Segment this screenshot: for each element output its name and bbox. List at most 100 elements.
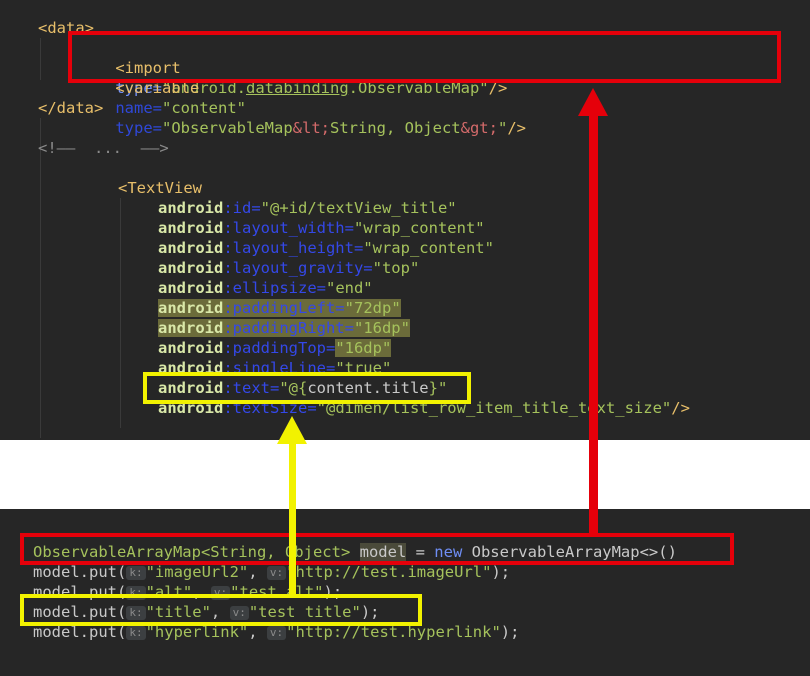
decl-new-keyword: new — [434, 543, 463, 561]
param-hint-v: v: — [266, 565, 287, 580]
attr-name: :ellipsize= — [223, 279, 326, 297]
android-ns: android — [158, 219, 224, 237]
textview-close: /> — [671, 399, 690, 417]
map-declaration-line: ObservableArrayMap<String, Object> model… — [33, 542, 677, 562]
attr-name: :text= — [223, 379, 280, 397]
variable-type-c: String, Object — [329, 119, 461, 137]
put-key: "hyperlink" — [145, 623, 249, 641]
import-value-b: databinding — [246, 79, 349, 97]
red-highlight-box-variable — [68, 31, 781, 83]
put-prefix: model.put( — [33, 623, 127, 641]
attr-name: :paddingTop= — [223, 339, 336, 357]
attr-name: :id= — [223, 199, 261, 217]
put-line-imageurl: model.put(k:"imageUrl2", v:"http://test.… — [33, 562, 510, 582]
attr-value: "@+id/textView_title" — [260, 199, 457, 217]
attr-value: "16dp" — [335, 339, 392, 357]
put-sep: , — [248, 623, 267, 641]
put-key: "imageUrl2" — [145, 563, 249, 581]
android-ns: android — [158, 259, 224, 277]
attr-line-padding-right: android:paddingRight="16dp" — [158, 318, 410, 338]
param-hint-v: v: — [229, 605, 249, 620]
put-line-title: model.put(k:"title", v:"test title"); — [33, 602, 379, 622]
android-ns: android — [158, 199, 224, 217]
put-sep: , — [210, 603, 230, 621]
put-key: "title" — [145, 603, 211, 621]
put-suffix: ); — [491, 563, 511, 581]
put-prefix: model.put( — [33, 563, 127, 581]
param-hint-k: k: — [126, 605, 146, 620]
attr-line-id: android:id="@+id/textView_title" — [158, 198, 457, 218]
put-prefix: model.put( — [33, 603, 127, 621]
android-ns: android — [158, 239, 224, 257]
binding-expression: content.title — [307, 379, 429, 397]
red-highlight-box-declaration — [20, 533, 734, 565]
attr-line-layout-height: android:layout_height="wrap_content" — [158, 238, 494, 258]
android-ns: android — [158, 319, 224, 337]
variable-eq-2: = — [152, 119, 162, 137]
attr-value: "wrap_content" — [353, 219, 485, 237]
attr-line-layout-gravity: android:layout_gravity="top" — [158, 258, 419, 278]
attr-value: "wrap_content" — [363, 239, 494, 257]
attr-name: :layout_gravity= — [223, 259, 373, 277]
android-ns: android — [158, 299, 224, 317]
yellow-highlight-box-binding — [143, 372, 471, 404]
attr-value: "end" — [325, 279, 373, 297]
panel-separator — [0, 440, 810, 509]
attr-line-padding-top: android:paddingTop="16dp" — [158, 338, 392, 358]
android-ns: android — [158, 279, 224, 297]
put-sep: , — [192, 583, 211, 601]
attr-name: :paddingRight= — [223, 319, 354, 337]
variable-type-a: "ObservableMap — [162, 119, 293, 137]
yellow-arrow-head — [277, 416, 307, 444]
attr-value: "72dp" — [344, 299, 401, 317]
red-arrow-head — [578, 88, 608, 116]
variable-eq: = — [152, 99, 162, 117]
attr-line-layout-width: android:layout_width="wrap_content" — [158, 218, 485, 238]
import-open: <import — [115, 59, 181, 77]
param-hint-k: k: — [126, 625, 146, 640]
import-value-a: "android. — [162, 79, 246, 97]
attr-value-close: }" — [428, 379, 448, 397]
put-suffix: ); — [360, 603, 380, 621]
indent-guide — [40, 38, 41, 80]
put-value: "http://test.imageUrl" — [286, 563, 492, 581]
data-close-tag: </data> — [38, 99, 104, 117]
attr-value: "top" — [372, 259, 420, 277]
variable-name-attr: name — [115, 99, 153, 117]
variable-open: <variable — [115, 79, 200, 97]
yellow-arrow-shaft — [289, 440, 296, 594]
indent-guide — [120, 198, 121, 428]
variable-close: /> — [507, 119, 526, 137]
attr-value: "16dp" — [353, 319, 410, 337]
attr-line-padding-left: android:paddingLeft="72dp" — [158, 298, 401, 318]
import-eq: = — [152, 79, 162, 97]
import-type-attr: type — [115, 79, 153, 97]
attr-name: :paddingLeft= — [223, 299, 345, 317]
variable-name-value: "content" — [162, 99, 246, 117]
attr-name: :layout_width= — [223, 219, 354, 237]
attr-name: :layout_height= — [223, 239, 364, 257]
variable-type-attr: type — [115, 119, 153, 137]
red-arrow-shaft — [589, 112, 598, 533]
put-suffix: ); — [500, 623, 520, 641]
yellow-highlight-box-put-title — [20, 594, 422, 626]
attr-line-text: android:text="@{content.title}" — [158, 378, 447, 398]
import-close: /> — [488, 79, 508, 97]
xml-code-panel: <data> <import type="android.databinding… — [0, 0, 810, 440]
param-hint-k: k: — [126, 565, 146, 580]
decl-ctor: ObservableArrayMap<>() — [462, 543, 677, 561]
put-value: "test title" — [248, 603, 361, 621]
variable-type-e: " — [497, 119, 508, 137]
decl-var: model — [359, 543, 407, 561]
import-value-c: .ObservableMap" — [348, 79, 489, 97]
attr-line-ellipsize: android:ellipsize="end" — [158, 278, 373, 298]
decl-eq: = — [406, 543, 435, 561]
decl-type: ObservableArrayMap<String, Object> — [33, 543, 351, 561]
folded-comment[interactable]: <!—— ... ——> — [38, 139, 169, 157]
android-ns: android — [158, 339, 224, 357]
android-ns: android — [158, 379, 224, 397]
param-hint-v: v: — [266, 625, 287, 640]
variable-type-d: &gt; — [460, 119, 498, 137]
indent-guide — [40, 118, 41, 438]
put-line-hyperlink: model.put(k:"hyperlink", v:"http://test.… — [33, 622, 519, 642]
